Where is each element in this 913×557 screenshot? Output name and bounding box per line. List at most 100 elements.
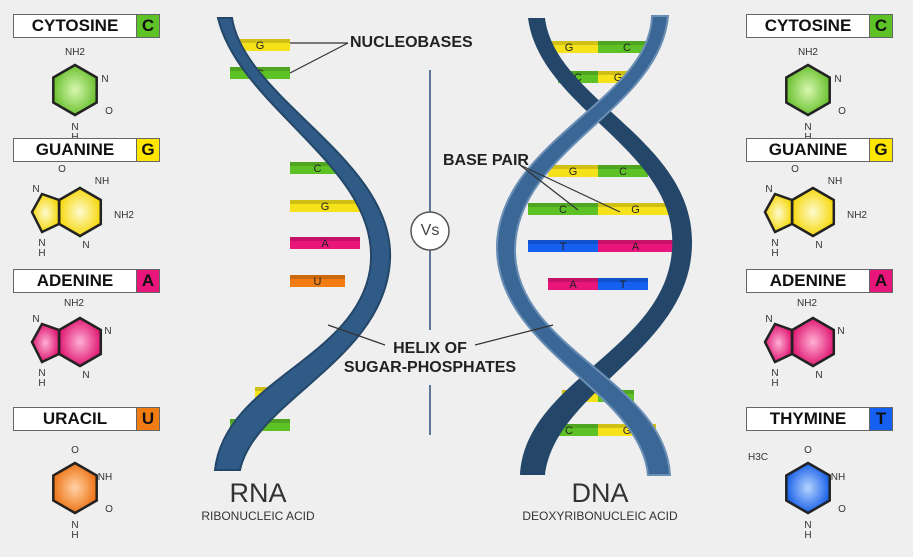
atom-label: N (804, 122, 811, 133)
base-code: C (136, 15, 159, 37)
atom-label: O (838, 504, 846, 515)
left-bases-label-guanine: GUANINE G (13, 138, 160, 162)
base-name: URACIL (42, 409, 108, 428)
dna-rung-g: G (598, 203, 673, 216)
atom-label: O (791, 164, 799, 175)
base-code: A (869, 270, 892, 292)
base-code: U (136, 408, 159, 430)
rna-subtitle: RIBONUCLEIC ACID (201, 509, 315, 523)
base-code: C (869, 15, 892, 37)
atom-label: N (771, 238, 778, 249)
base-letter: T (620, 279, 627, 291)
base-letter: C (314, 163, 322, 175)
atom-label: O (804, 445, 812, 456)
base-name: ADENINE (36, 271, 114, 290)
base-letter: G (623, 425, 632, 437)
left-bases-label-uracil: URACIL U (13, 407, 160, 431)
rna-rung-u: U (290, 275, 345, 288)
atom-label: O (105, 504, 113, 515)
left-bases-label-adenine: ADENINE A (13, 269, 160, 293)
base-letter: C (619, 166, 627, 178)
atom-label: H (38, 378, 45, 389)
atom-label: N (765, 184, 772, 195)
base-letter: C (565, 425, 573, 437)
base-code: T (869, 408, 892, 430)
base-letter: A (321, 238, 329, 250)
atom-label: N (82, 370, 89, 381)
right-bases-label-guanine: GUANINE G (746, 138, 893, 162)
base-letter: G (631, 204, 640, 216)
atom-label: N (71, 520, 78, 531)
base-name: GUANINE (768, 140, 848, 159)
base-name: ADENINE (769, 271, 847, 290)
atom-label: H3C (748, 452, 768, 463)
atom-label: H (771, 248, 778, 259)
base-name: GUANINE (35, 140, 115, 159)
base-letter: A (569, 279, 577, 291)
atom-label: N (32, 184, 39, 195)
atom-label: NH2 (798, 47, 818, 58)
atom-label: N (38, 238, 45, 249)
atom-label: O (105, 106, 113, 117)
base-letter: U (314, 276, 322, 288)
atom-label: NH (98, 472, 112, 483)
base-name: CYTOSINE (764, 16, 852, 35)
atom-label: H (71, 530, 78, 541)
dna-title: DNA (571, 478, 629, 508)
vs-badge (410, 211, 450, 251)
atom-label: NH2 (797, 298, 817, 309)
dna-rung-t: T (528, 240, 598, 253)
helix-label-line2: SUGAR-PHOSPHATES (343, 359, 517, 376)
base-letter: G (321, 201, 330, 213)
right-bases-label-cytosine: CYTOSINE C (746, 14, 893, 38)
rna-helix-strand (213, 17, 392, 471)
rna-rung-g: G (230, 39, 290, 52)
dna-rung-c: C (598, 41, 656, 54)
base-letter: G (565, 42, 574, 54)
base-name: THYMINE (769, 409, 847, 428)
atom-label: N (82, 240, 89, 251)
dna-rung-c: C (528, 203, 598, 216)
atom-label: NH2 (64, 298, 84, 309)
base-letter: C (574, 72, 582, 84)
atom-label: NH (828, 176, 842, 187)
vs-label: Vs (420, 222, 440, 239)
atom-label: H (804, 530, 811, 541)
atom-label: NH (831, 472, 845, 483)
right-bases-label-thymine: THYMINE T (746, 407, 893, 431)
atom-label: N (101, 74, 108, 85)
atom-label: N (32, 314, 39, 325)
atom-label: O (71, 445, 79, 456)
nucleobases-label: NUCLEOBASES (350, 34, 473, 51)
dna-rung-c: C (598, 165, 648, 178)
rna-rung-g: G (290, 200, 360, 213)
rna-rung-a: A (290, 237, 360, 250)
dna-rung-g: G (548, 165, 598, 178)
base-code: A (136, 270, 159, 292)
base-code: G (869, 139, 892, 161)
base-letter: C (559, 204, 567, 216)
base-letter: A (632, 241, 640, 253)
atom-label: N (771, 368, 778, 379)
thymine-structure: NH O NH O (785, 445, 846, 541)
base-code: G (136, 139, 159, 161)
right-bases-label-adenine: ADENINE A (746, 269, 893, 293)
dna-helix-strand-front (495, 15, 672, 476)
atom-label: H (71, 132, 78, 143)
atom-label: O (58, 164, 66, 175)
atom-label: NH (95, 176, 109, 187)
atom-label: N (765, 314, 772, 325)
base-letter: G (614, 72, 623, 84)
uracil-structure: NH O NH O (52, 445, 113, 541)
atom-label: H (38, 248, 45, 259)
atom-label: N (815, 370, 822, 381)
atom-label: N (804, 520, 811, 531)
